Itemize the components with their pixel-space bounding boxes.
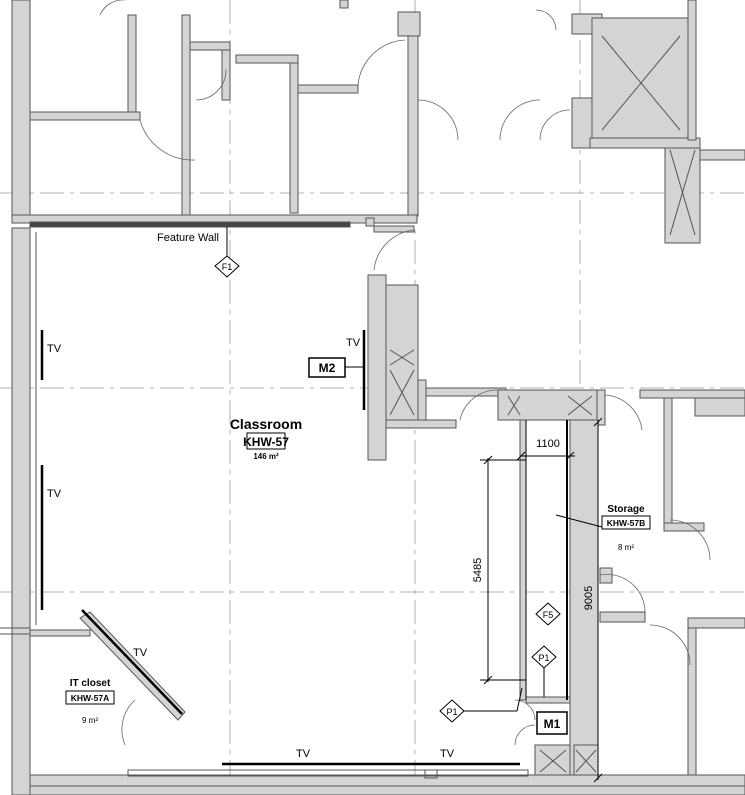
room-area: 9 m²: [82, 716, 98, 725]
room-number: KHW-57: [243, 435, 289, 449]
bottom-windows: [30, 769, 745, 787]
tag-p1: P1: [531, 645, 557, 669]
tv-label: TV: [346, 337, 361, 349]
room-number: KHW-57A: [71, 693, 110, 703]
room-number: KHW-57B: [607, 518, 646, 528]
svg-text:F1: F1: [222, 262, 233, 272]
classroom-walls: [0, 217, 745, 795]
room-it-closet: IT closet KHW-57A 9 m²: [65, 678, 115, 725]
tv-label: TV: [133, 647, 148, 659]
tv-label: TV: [47, 488, 62, 500]
room-name: Storage: [607, 504, 645, 515]
tv-units: [40, 330, 520, 766]
room-name: Classroom: [230, 416, 302, 432]
svg-text:M2: M2: [319, 361, 336, 375]
room-storage: Storage KHW-57B 8 m²: [555, 504, 651, 552]
svg-text:5485: 5485: [472, 558, 484, 582]
tag-m1: M1: [536, 711, 568, 735]
svg-text:M1: M1: [544, 717, 561, 731]
tag-m2: M2: [308, 357, 346, 378]
svg-text:P1: P1: [538, 653, 549, 663]
tv-label: TV: [296, 748, 311, 760]
svg-text:F5: F5: [543, 610, 554, 620]
dimension-height: 9005: [583, 417, 603, 783]
room-name: IT closet: [70, 678, 111, 689]
svg-text:1100: 1100: [536, 438, 560, 450]
tag-f1: F1: [214, 255, 240, 278]
tag-f5: F5: [535, 602, 561, 626]
tv-label: TV: [440, 748, 455, 760]
tv-label: TV: [47, 343, 62, 355]
svg-text:P1: P1: [446, 707, 457, 717]
dimension-length: 5485: [472, 455, 526, 685]
upper-walls: [11, 0, 745, 244]
room-classroom: Classroom KHW-57 146 m²: [230, 416, 302, 461]
tag-p1: P1: [439, 699, 465, 723]
room-area: 146 m²: [253, 452, 279, 461]
feature-wall-label: Feature Wall: [157, 232, 219, 244]
room-area: 8 m²: [618, 543, 634, 552]
svg-text:9005: 9005: [583, 586, 595, 610]
